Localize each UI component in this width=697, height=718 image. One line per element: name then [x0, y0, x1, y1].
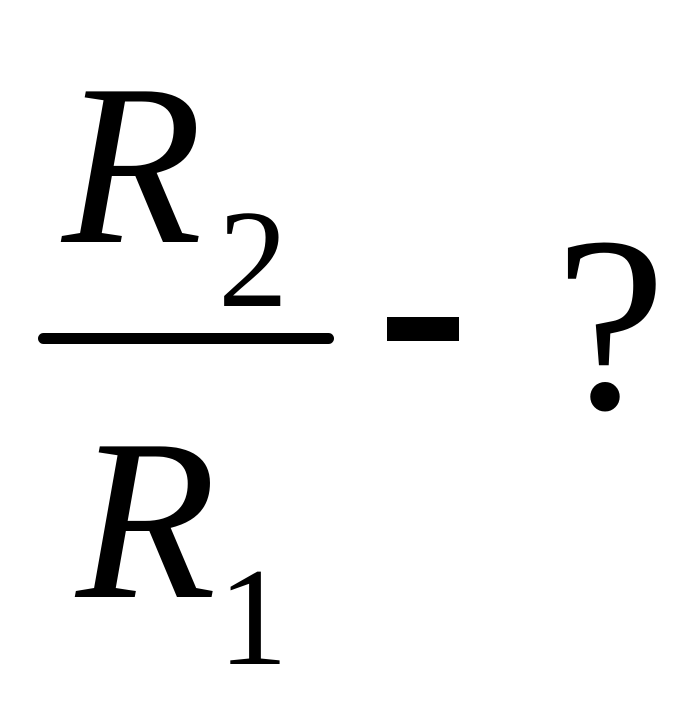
denominator-variable: R	[76, 392, 217, 647]
denominator-subscript: 1	[218, 540, 288, 695]
dash-separator	[387, 317, 459, 341]
numerator-subscript: 2	[218, 182, 288, 337]
question-mark: ?	[555, 186, 666, 463]
numerator-variable: R	[62, 37, 203, 292]
fraction-bar	[38, 333, 334, 344]
